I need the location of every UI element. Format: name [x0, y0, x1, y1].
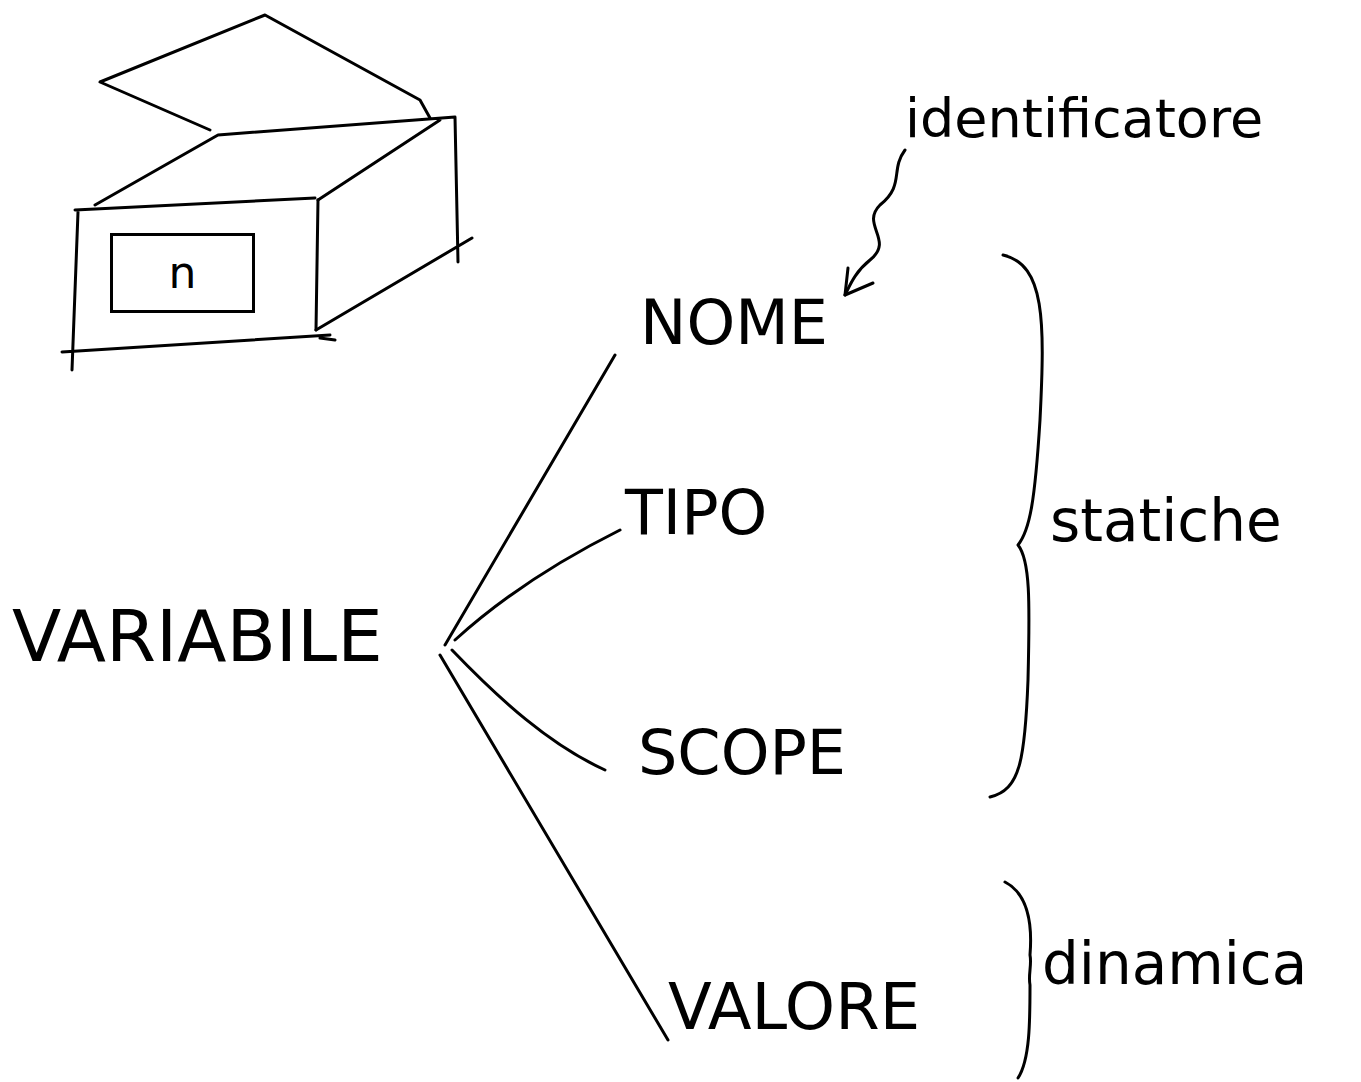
name-tag-box: n: [110, 233, 255, 313]
branch-line: [452, 650, 605, 770]
handwritten-label: VARIABILE: [12, 600, 383, 672]
branch-line: [445, 355, 615, 645]
handwritten-label: SCOPE: [638, 722, 846, 784]
handwritten-label: statiche: [1050, 492, 1282, 550]
box-side: [95, 117, 472, 340]
branch-line: [455, 530, 620, 640]
handwritten-label: VALORE: [668, 975, 920, 1039]
handwritten-label: dinamica: [1042, 935, 1307, 993]
handwritten-label: TIPO: [625, 482, 767, 544]
curly-brace: [990, 255, 1042, 797]
branch-line: [440, 655, 668, 1040]
box-lid: [100, 15, 430, 130]
handwritten-label: NOME: [640, 292, 828, 354]
box-front: [62, 198, 330, 370]
curly-brace: [1005, 882, 1031, 1078]
handwritten-label: identificatore: [905, 92, 1263, 146]
arrow-head: [845, 268, 873, 295]
variable-name: n: [169, 251, 197, 295]
callout-arrow: [845, 150, 905, 295]
